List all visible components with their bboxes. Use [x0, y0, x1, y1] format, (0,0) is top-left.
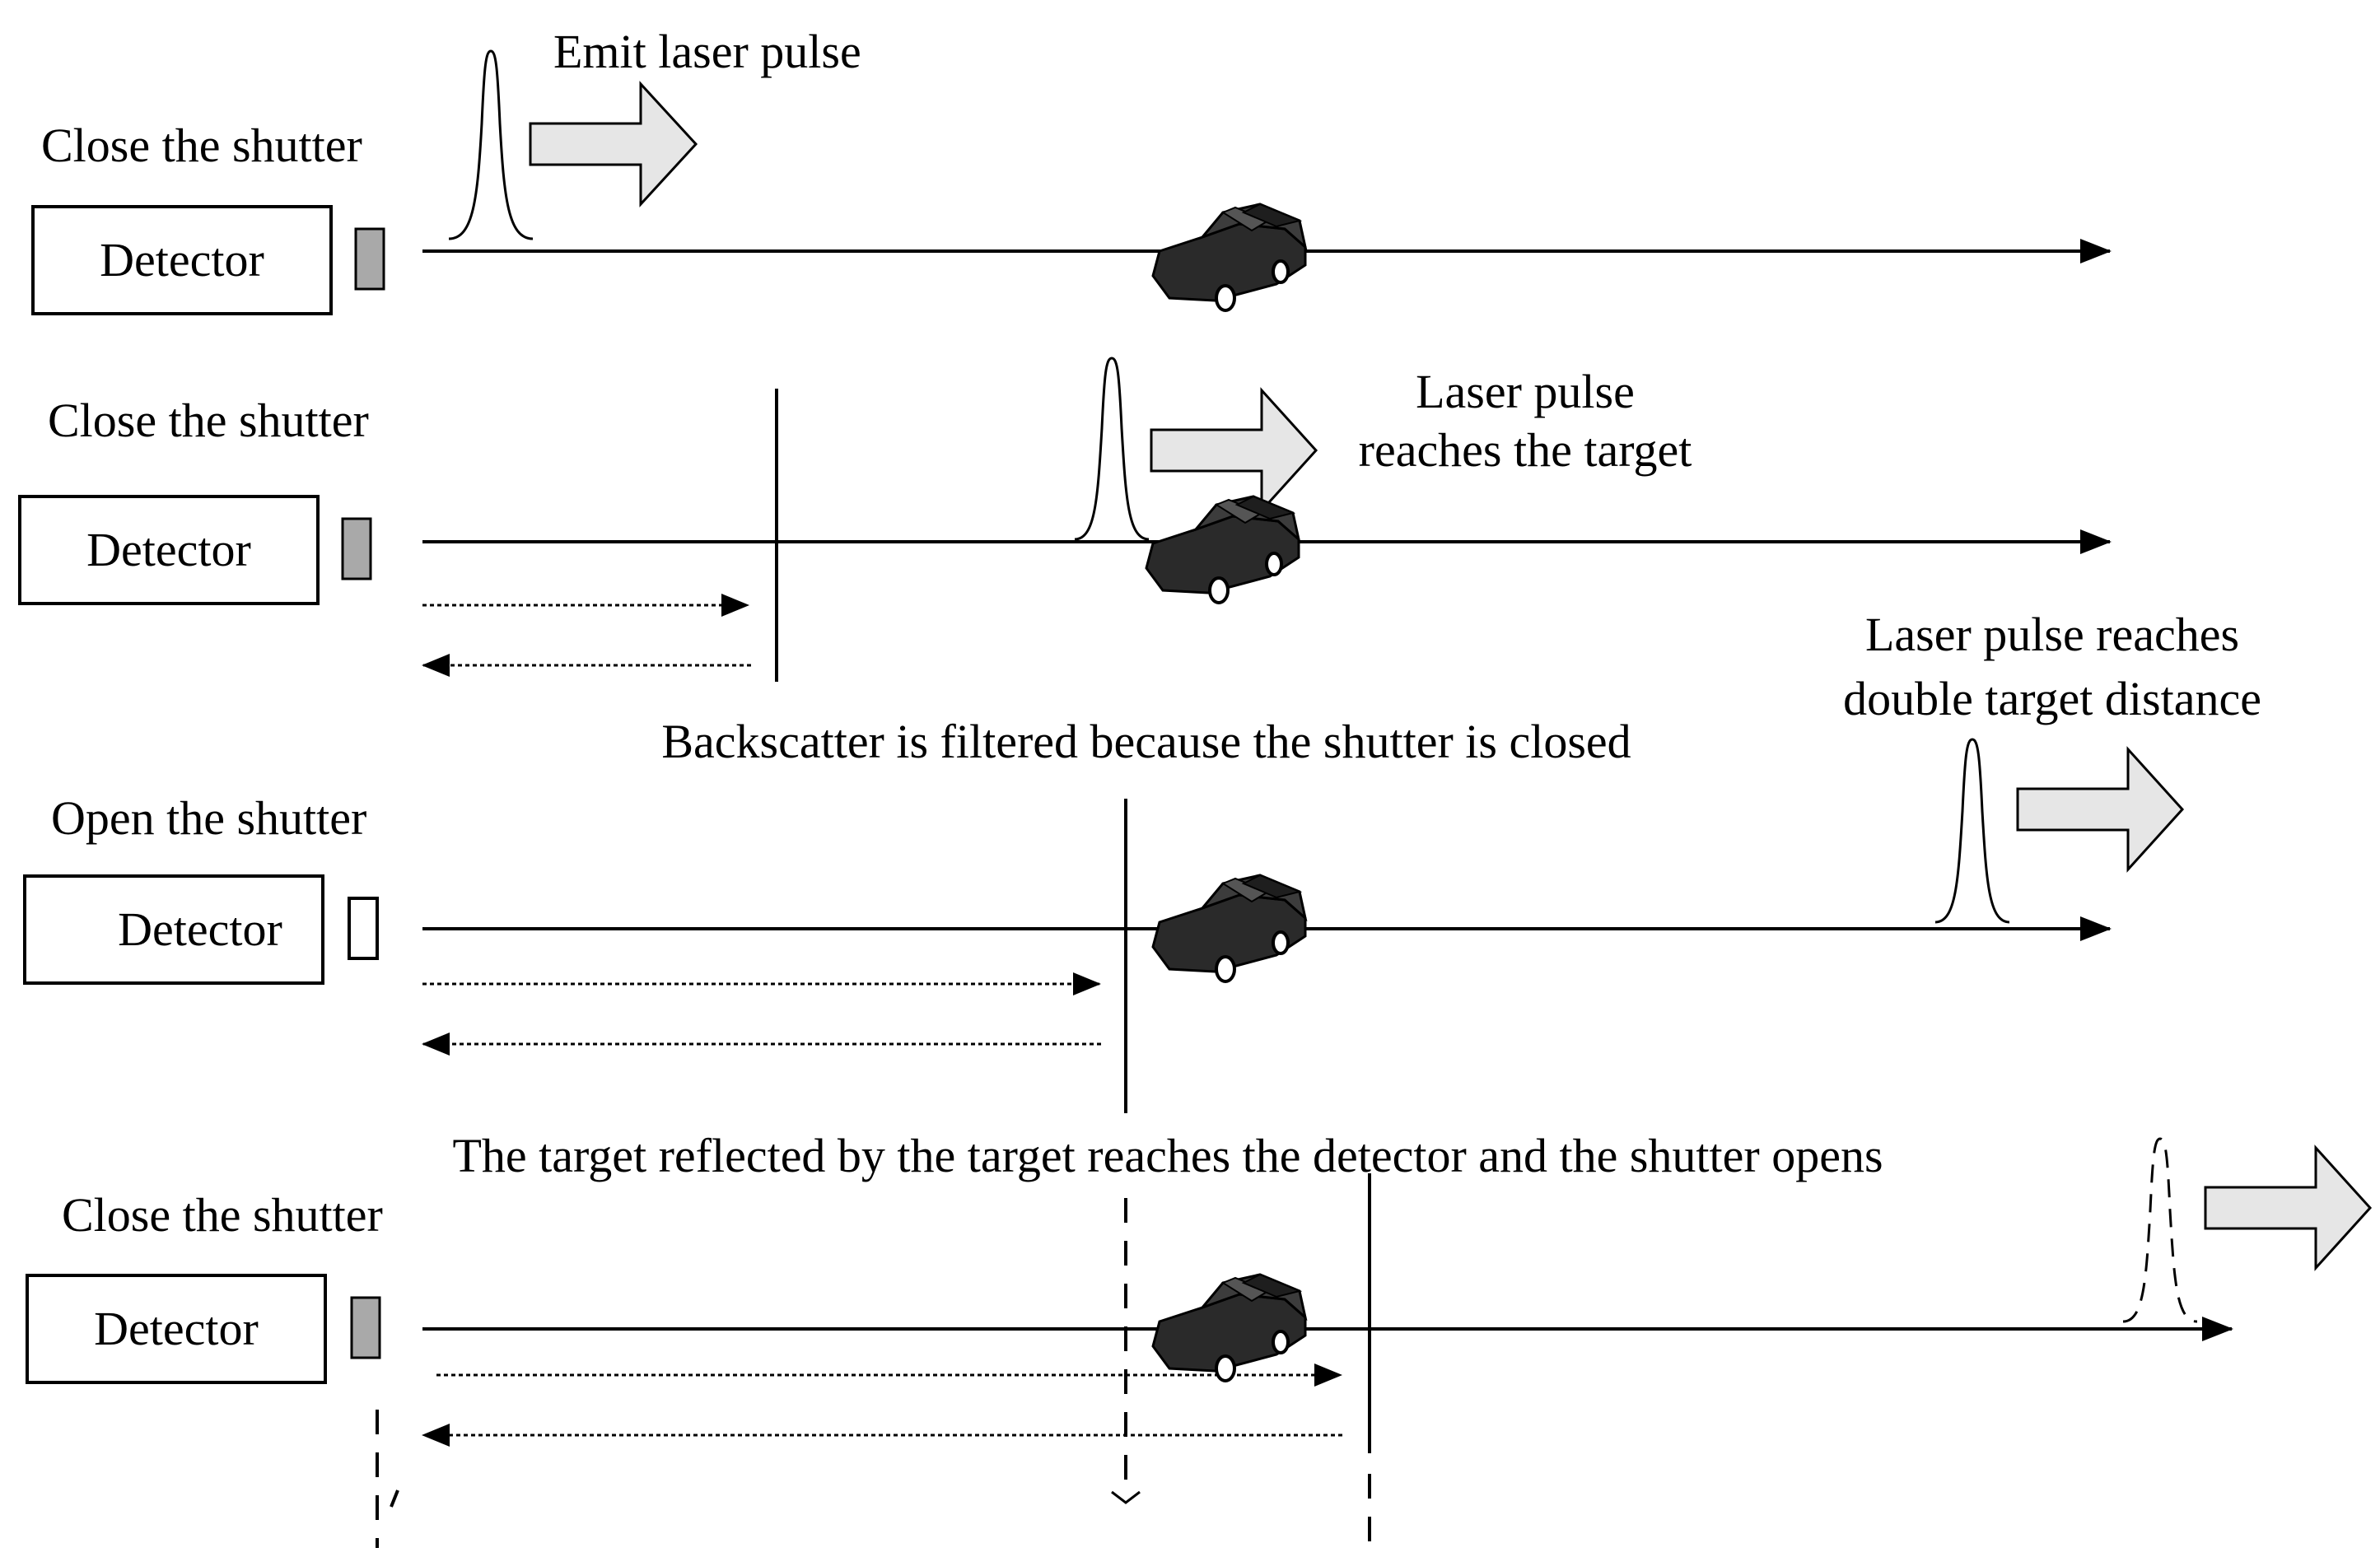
- detector-box: Detector: [23, 874, 324, 985]
- reflected-label: The target reflected by the target reach…: [452, 1129, 1883, 1182]
- laser-pulse-icon: [448, 49, 534, 240]
- detector-label: Detector: [86, 523, 251, 576]
- panel-1: Close the shutter Detector Emit laser pu…: [31, 25, 2112, 315]
- propagation-arrow-icon: [529, 81, 698, 207]
- shutter-icon: [350, 1296, 381, 1359]
- car-icon: [1145, 495, 1300, 604]
- laser-pulse-icon: [2122, 1137, 2198, 1323]
- panel-2: Close the shutter Detector Laser pulse r…: [18, 357, 2112, 682]
- reaches-target-label-line2: reaches the target: [1359, 423, 1692, 477]
- propagation-arrow-icon: [2204, 1144, 2373, 1271]
- time-marker-tick: [1111, 1490, 1141, 1504]
- propagation-arrow-icon: [2016, 746, 2185, 873]
- time-marker-tick: [390, 1489, 399, 1508]
- propagation-arrow-icon: [1150, 387, 1318, 514]
- reaches-target-label-line1: Laser pulse: [1416, 365, 1635, 418]
- backscatter-label: Backscatter is filtered because the shut…: [661, 715, 1631, 768]
- shutter-icon: [348, 897, 379, 960]
- car-icon: [1151, 1273, 1307, 1382]
- laser-pulse-icon: [1934, 738, 2010, 924]
- shutter-icon: [354, 227, 385, 291]
- detector-box: Detector: [18, 495, 320, 605]
- detector-label: Detector: [94, 1302, 259, 1355]
- panel-4: The target reflected by the target reach…: [26, 1129, 2373, 1548]
- shutter-state-label: Close the shutter: [48, 394, 369, 447]
- detector-box: Detector: [31, 205, 333, 315]
- detector-label: Detector: [118, 902, 282, 956]
- shutter-state-label: Close the shutter: [41, 119, 362, 172]
- laser-pulse-icon: [1074, 357, 1150, 541]
- shutter-state-label: Open the shutter: [51, 791, 366, 845]
- double-distance-label-line1: Laser pulse reaches: [1865, 608, 2239, 661]
- emit-label: Emit laser pulse: [553, 25, 861, 78]
- shutter-icon: [341, 517, 372, 580]
- car-icon: [1151, 874, 1307, 983]
- panel-3: Laser pulse reaches double target distan…: [23, 608, 2261, 1113]
- detector-box: Detector: [26, 1274, 327, 1384]
- car-icon: [1151, 203, 1307, 312]
- shutter-state-label: Close the shutter: [62, 1188, 383, 1242]
- detector-label: Detector: [100, 233, 264, 287]
- double-distance-label-line2: double target distance: [1843, 672, 2261, 725]
